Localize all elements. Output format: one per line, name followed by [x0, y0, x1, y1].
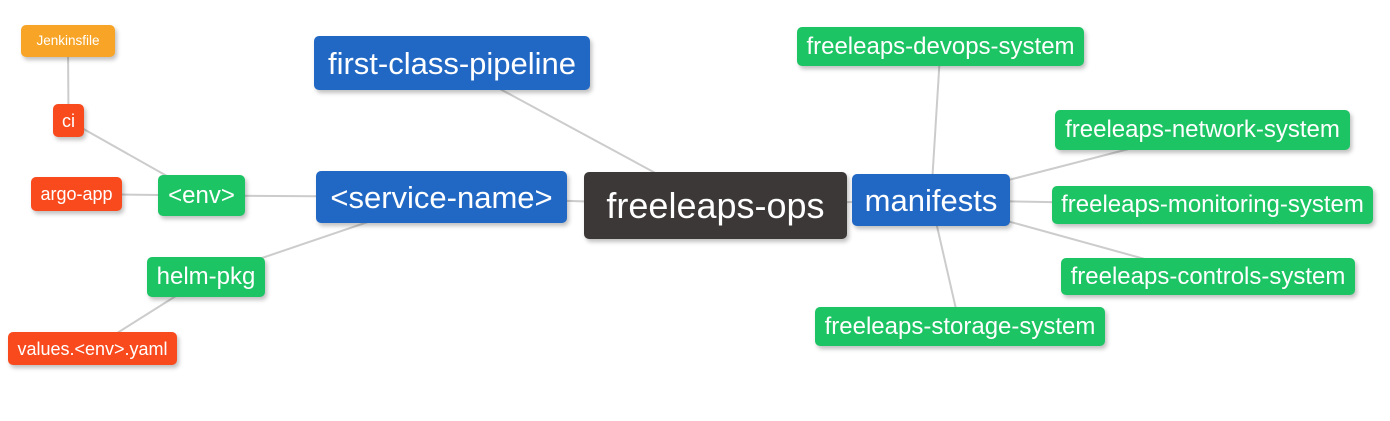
node-freeleaps-ops[interactable]: freeleaps-ops — [584, 172, 847, 239]
node-jenkinsfile[interactable]: Jenkinsfile — [21, 25, 115, 57]
node-env[interactable]: <env> — [158, 175, 245, 216]
node-storage-system[interactable]: freeleaps-storage-system — [815, 307, 1105, 346]
node-ci[interactable]: ci — [53, 104, 84, 137]
node-first-class-pipeline[interactable]: first-class-pipeline — [314, 36, 590, 90]
node-service-name[interactable]: <service-name> — [316, 171, 567, 223]
node-argo-app[interactable]: argo-app — [31, 177, 122, 211]
node-controls-system[interactable]: freeleaps-controls-system — [1061, 258, 1355, 295]
node-monitoring-system[interactable]: freeleaps-monitoring-system — [1052, 186, 1373, 224]
node-values-env-yaml[interactable]: values.<env>.yaml — [8, 332, 177, 365]
node-helm-pkg[interactable]: helm-pkg — [147, 257, 265, 297]
node-network-system[interactable]: freeleaps-network-system — [1055, 110, 1350, 150]
node-manifests[interactable]: manifests — [852, 174, 1010, 226]
node-devops-system[interactable]: freeleaps-devops-system — [797, 27, 1084, 66]
